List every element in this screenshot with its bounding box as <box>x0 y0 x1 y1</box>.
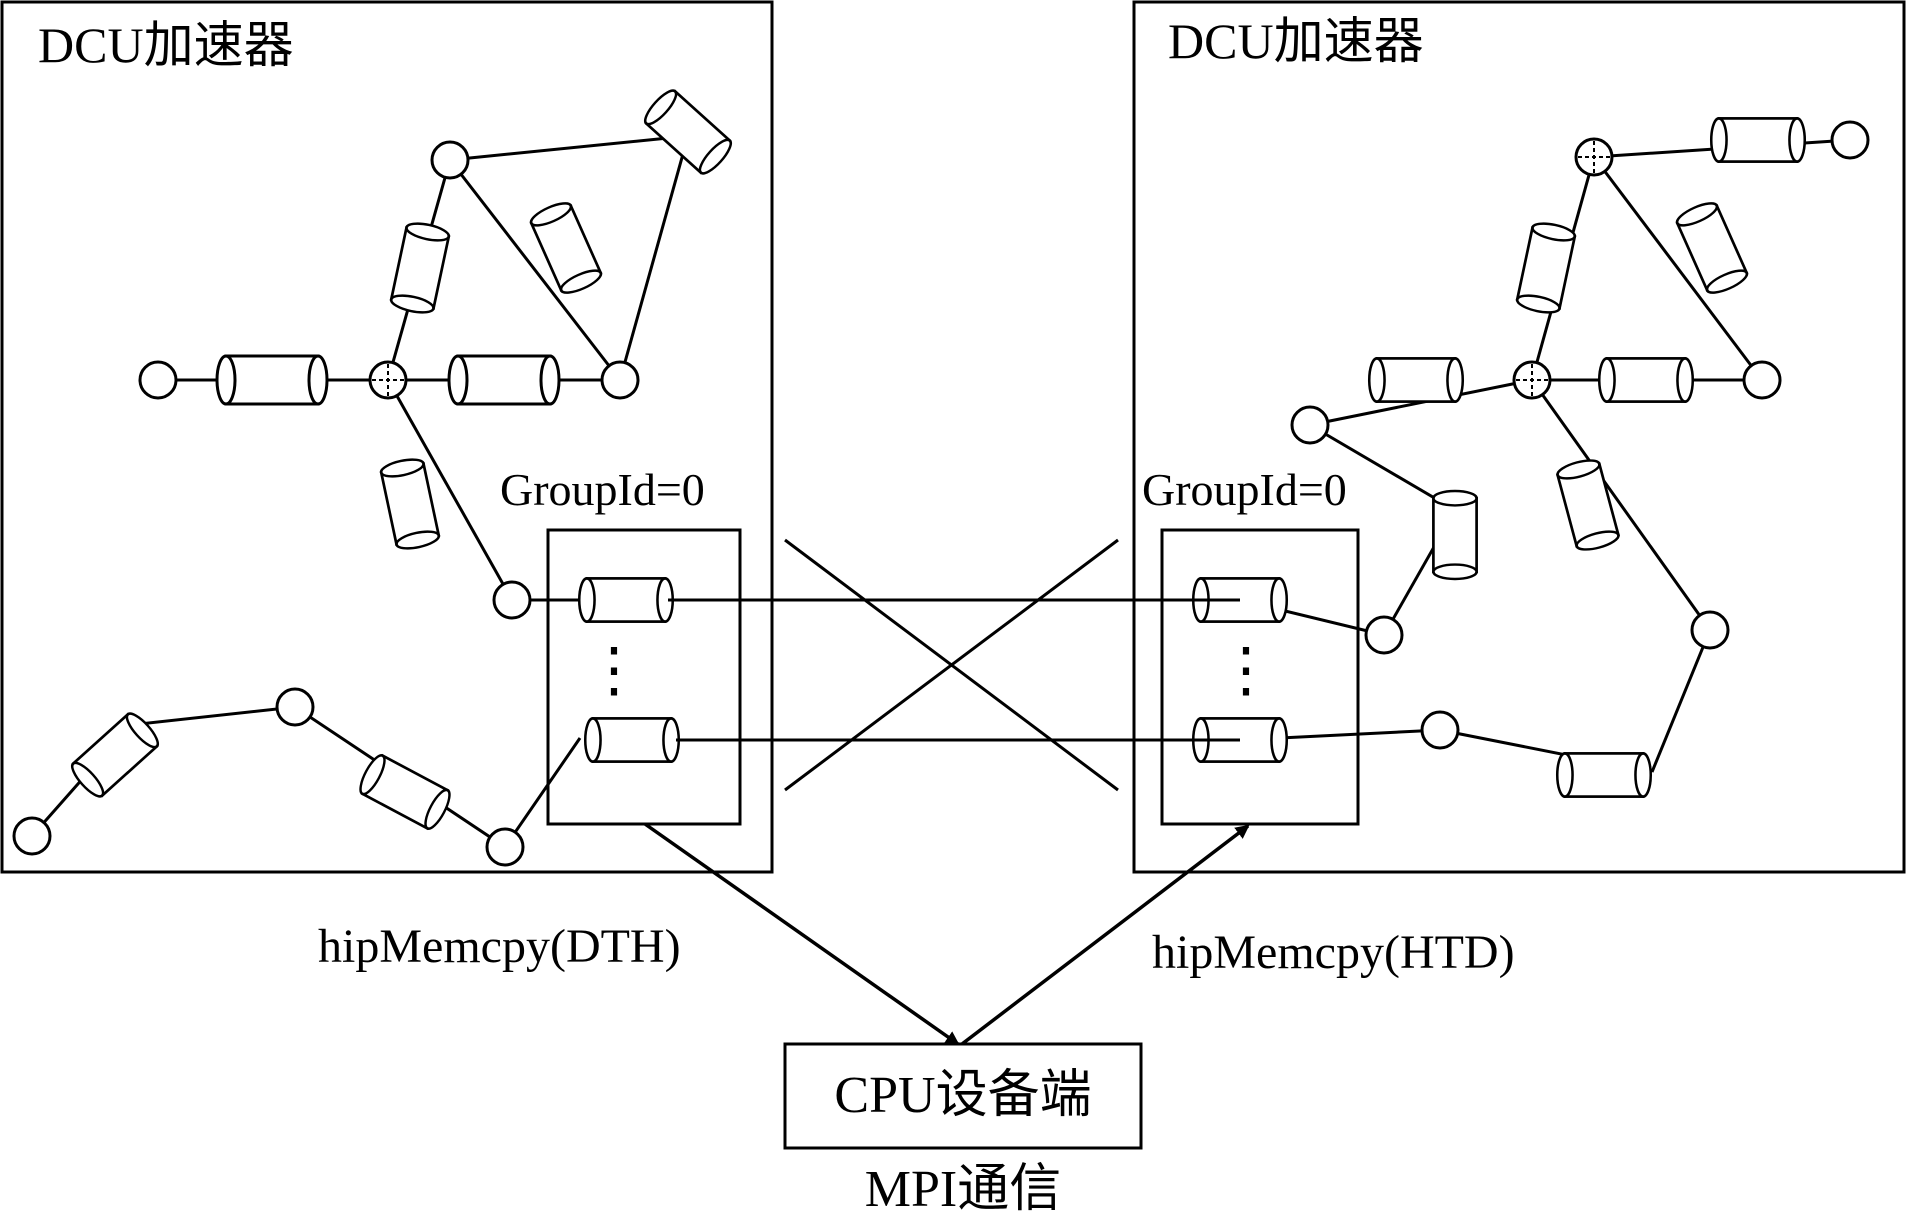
right-graph-nodes <box>1290 120 1870 750</box>
mpi-caption: MPI通信 <box>865 1161 1061 1218</box>
left-group-ellipsis: ⋮ <box>584 637 644 703</box>
right-dcu-panel: DCU加速器 <box>1132 0 1906 874</box>
left-junction-marker <box>372 364 404 396</box>
htd-arrow <box>960 824 1250 1046</box>
inter-panel-links <box>668 538 1240 792</box>
left-group-label: GroupId=0 <box>500 464 705 515</box>
right-group-box <box>1160 528 1360 826</box>
right-dcu-title: DCU加速器 <box>1168 13 1424 69</box>
left-dcu-panel: DCU加速器 <box>0 0 774 874</box>
cpu-device-label: CPU设备端 <box>834 1067 1091 1124</box>
dth-arrow <box>643 822 960 1046</box>
left-dcu-box <box>0 0 774 874</box>
htd-label: hipMemcpy(HTD) <box>1152 926 1515 979</box>
left-group-box <box>546 528 742 826</box>
cpu-device-box <box>783 1042 1143 1150</box>
right-group-label: GroupId=0 <box>1142 464 1347 515</box>
right-dcu-box <box>1132 0 1906 874</box>
dth-label: hipMemcpy(DTH) <box>318 920 681 973</box>
right-junction-markers <box>1516 141 1610 396</box>
right-group-ellipsis: ⋮ <box>1216 637 1276 703</box>
left-dcu-title: DCU加速器 <box>38 17 294 73</box>
memcpy-arrows <box>643 822 1250 1046</box>
